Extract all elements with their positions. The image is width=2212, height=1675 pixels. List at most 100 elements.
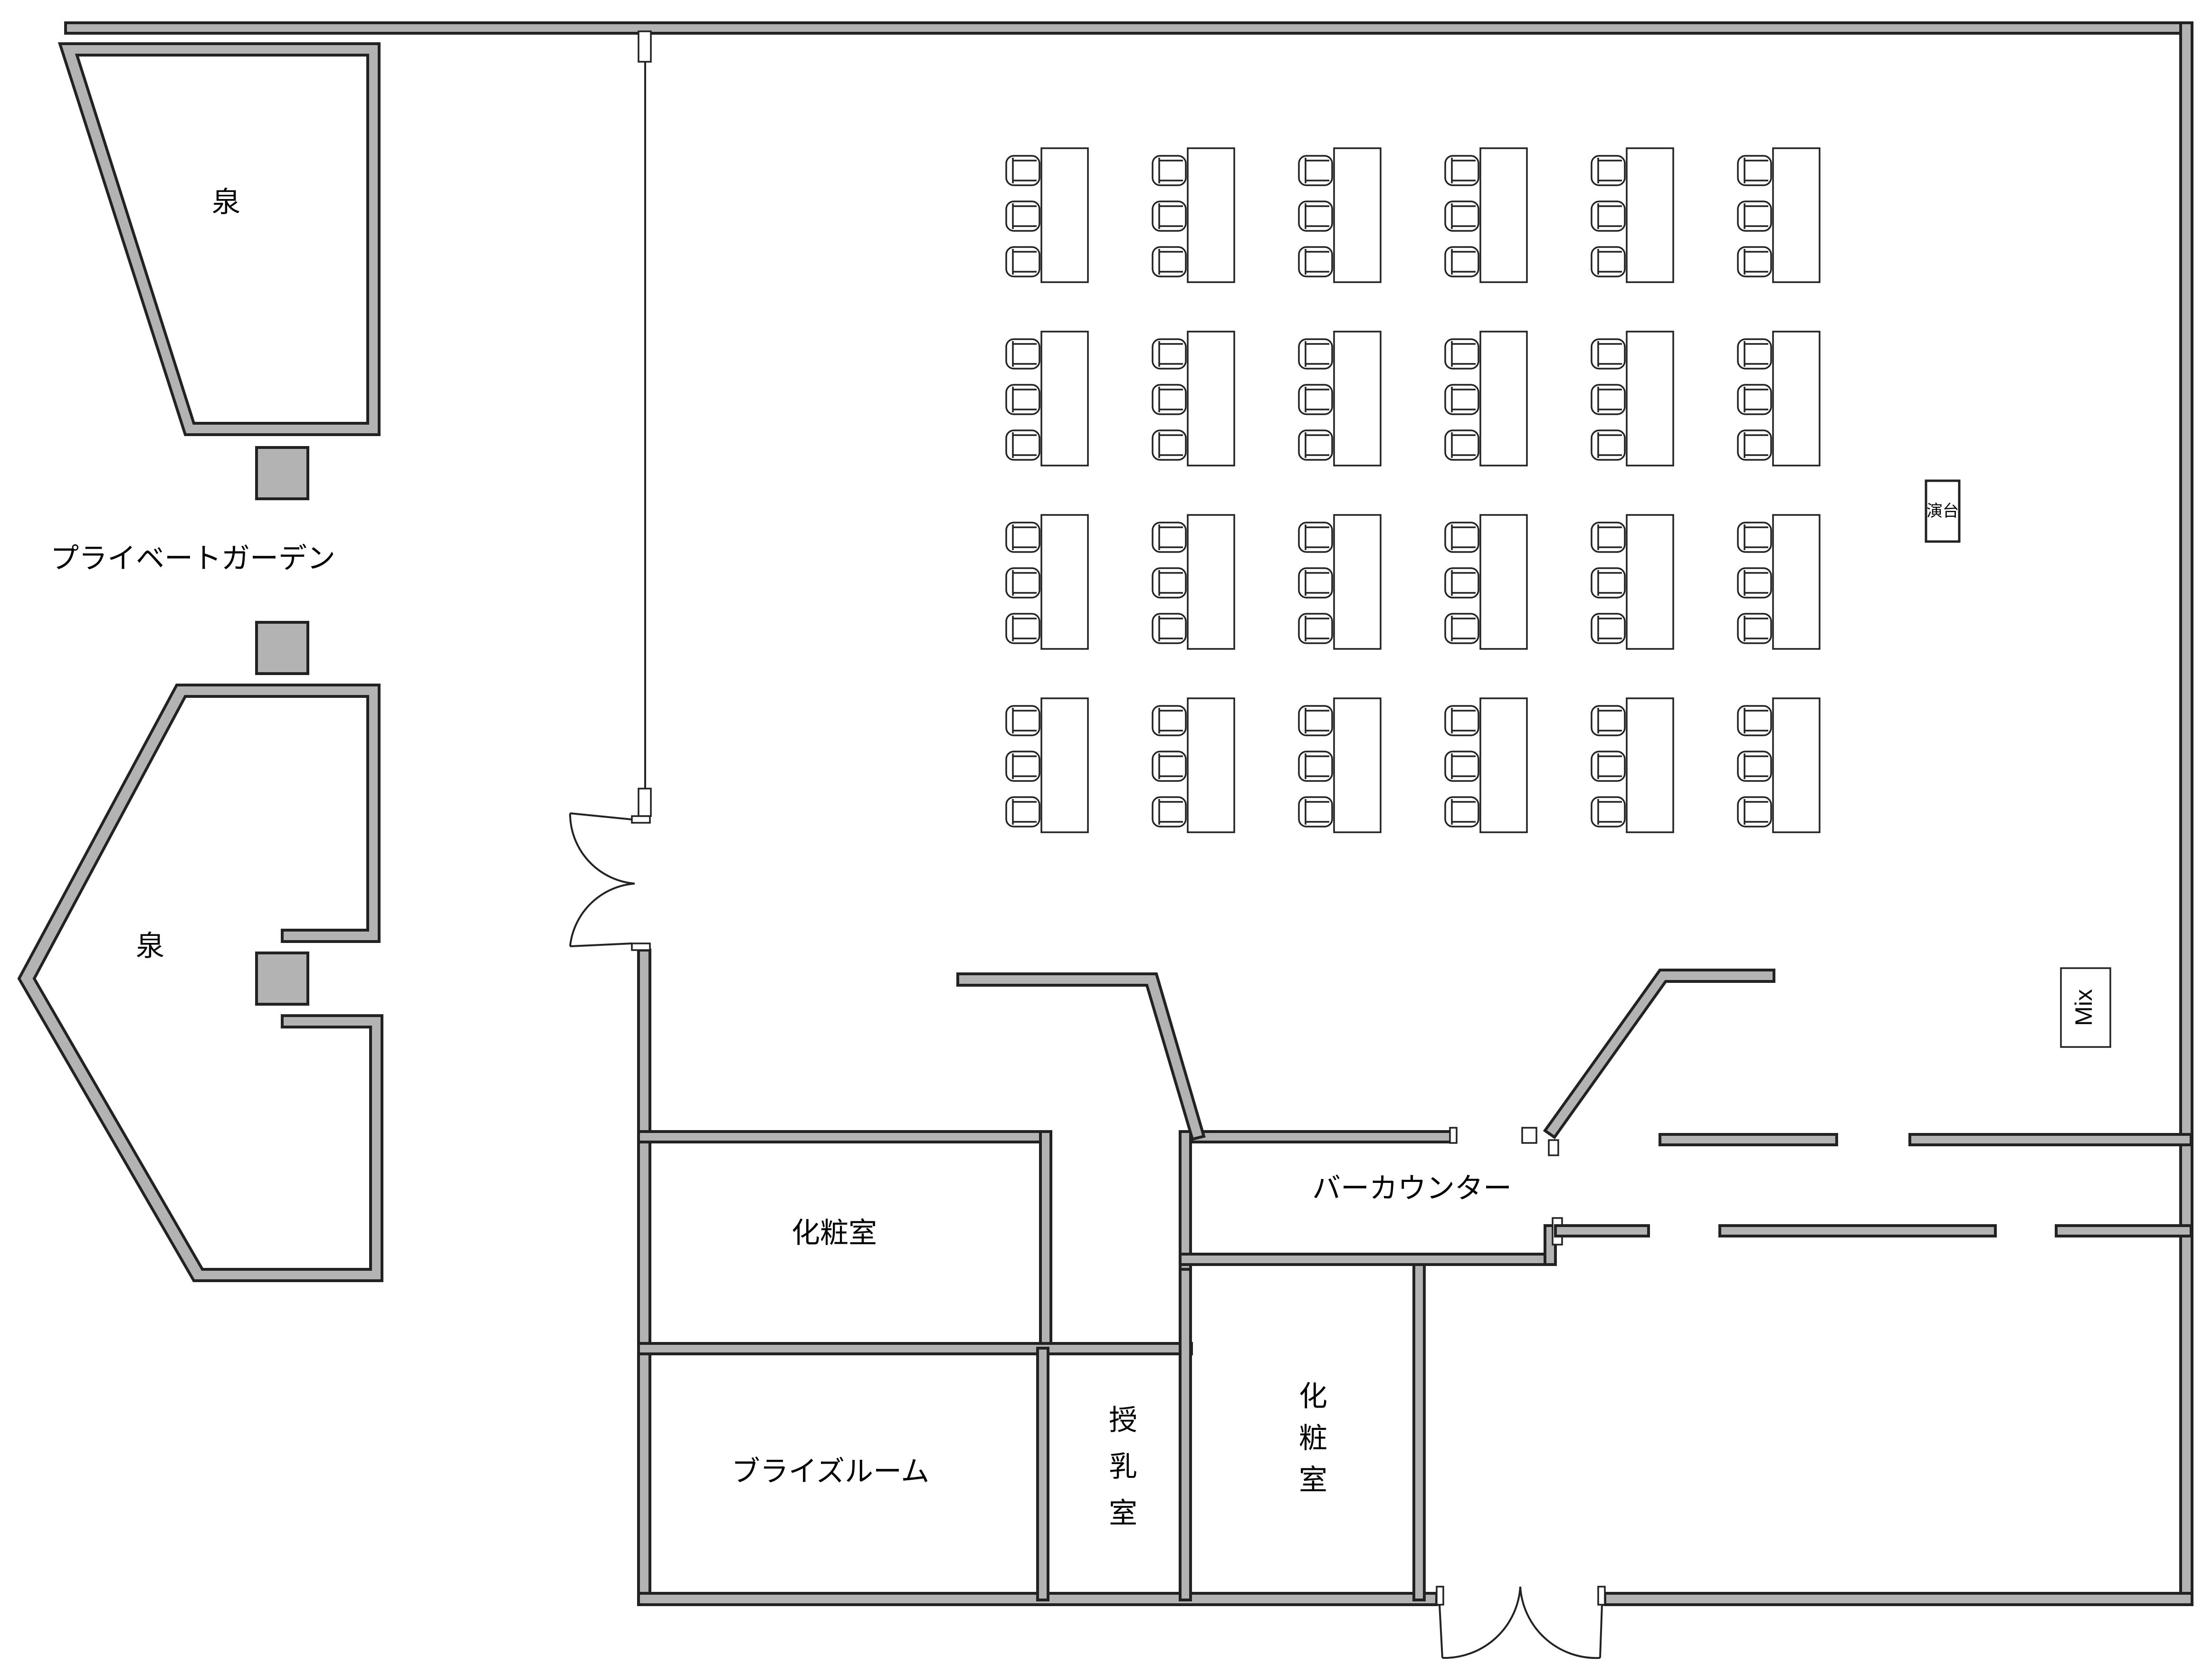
chair-arm	[1744, 708, 1768, 733]
chair-arm	[1012, 203, 1037, 229]
chair	[1737, 751, 1772, 782]
chair-arm	[1744, 203, 1768, 229]
powder-room-top-wall	[637, 1130, 1050, 1143]
chair	[1005, 567, 1040, 599]
chair	[1591, 200, 1626, 232]
chair	[1591, 567, 1626, 599]
chair-arm	[1451, 570, 1476, 596]
chair-arm	[1158, 432, 1183, 458]
powder-room-char: 粧	[1299, 1422, 1327, 1454]
pillar	[255, 952, 309, 1006]
chair	[1152, 155, 1187, 186]
pillar	[255, 621, 309, 675]
chair	[1444, 522, 1479, 553]
chair	[1005, 338, 1040, 370]
chair-arm	[1451, 616, 1476, 641]
chair-arm	[1012, 387, 1037, 412]
chair	[1737, 246, 1772, 277]
chair-arm	[1451, 158, 1476, 183]
door-frame	[1597, 1586, 1606, 1606]
chair	[1005, 429, 1040, 461]
bar-counter-label: バーカウンター	[1312, 1172, 1512, 1204]
table	[1772, 697, 1821, 833]
chair	[1152, 796, 1187, 828]
chair-arm	[1012, 158, 1037, 183]
chair	[1298, 200, 1333, 232]
chair-arm	[1158, 616, 1183, 641]
chair-arm	[1597, 524, 1622, 550]
chair	[1591, 155, 1626, 186]
table-set	[1005, 331, 1089, 466]
chair-arm	[1158, 570, 1183, 596]
mix-desk	[2060, 967, 2111, 1048]
table	[1626, 697, 1674, 833]
chair	[1737, 522, 1772, 553]
corridor-wall	[1554, 1224, 1650, 1237]
chair	[1152, 338, 1187, 370]
chair	[1152, 246, 1187, 277]
chair	[1737, 705, 1772, 736]
left-diagonal-wall	[956, 972, 1206, 1141]
chair-arm	[1451, 799, 1476, 825]
table	[1772, 147, 1821, 283]
chair-arm	[1158, 203, 1183, 229]
partition-post	[638, 788, 652, 817]
chair	[1152, 522, 1187, 553]
powder-room-right-wall	[1039, 1130, 1052, 1351]
table-set	[1152, 697, 1235, 833]
chair	[1737, 613, 1772, 644]
nursing-room-char: 室	[1109, 1497, 1137, 1529]
chair	[1298, 567, 1333, 599]
table	[1333, 331, 1382, 466]
chair	[1152, 705, 1187, 736]
chair-arm	[1744, 616, 1768, 641]
bottom-door-swing	[1439, 1586, 1603, 1659]
chair-arm	[1012, 799, 1037, 825]
table	[1040, 147, 1089, 283]
chair-arm	[1012, 249, 1037, 275]
table-set	[1444, 147, 1528, 283]
chair-arm	[1305, 158, 1329, 183]
chair	[1444, 246, 1479, 277]
table-set	[1005, 147, 1089, 283]
private-garden-label: プライベートガーデン	[50, 542, 335, 574]
table	[1040, 514, 1089, 650]
chair	[1152, 384, 1187, 415]
mix-label: Mix	[2070, 989, 2097, 1026]
table	[1187, 331, 1235, 466]
chair	[1298, 613, 1333, 644]
chair-arm	[1451, 432, 1476, 458]
bridal-room-label: ブライズルーム	[732, 1456, 929, 1487]
chair	[1591, 384, 1626, 415]
spring-bottom-enclosure	[17, 684, 383, 1282]
chair-arm	[1305, 753, 1329, 779]
spring-top-enclosure	[57, 42, 381, 436]
chair-arm	[1597, 341, 1622, 367]
chair-arm	[1744, 799, 1768, 825]
chair-arm	[1305, 616, 1329, 641]
table	[1333, 147, 1382, 283]
chair-arm	[1012, 753, 1037, 779]
garden-walls	[17, 21, 2182, 1282]
table	[1187, 147, 1235, 283]
chair-arm	[1597, 616, 1622, 641]
chair-arm	[1158, 708, 1183, 733]
chair	[1152, 613, 1187, 644]
chair	[1591, 796, 1626, 828]
table-set	[1737, 331, 1821, 466]
chair-arm	[1451, 249, 1476, 275]
chair	[1152, 751, 1187, 782]
corridor-wall	[1659, 1133, 1838, 1146]
table	[1772, 514, 1821, 650]
right-diagonal-wall	[1543, 969, 1775, 1140]
table	[1040, 697, 1089, 833]
chair	[1298, 522, 1333, 553]
table	[1333, 514, 1382, 650]
chair	[1444, 613, 1479, 644]
chair-arm	[1744, 524, 1768, 550]
table-set	[1444, 331, 1528, 466]
chair	[1005, 522, 1040, 553]
chair-arm	[1451, 524, 1476, 550]
chair	[1005, 200, 1040, 232]
